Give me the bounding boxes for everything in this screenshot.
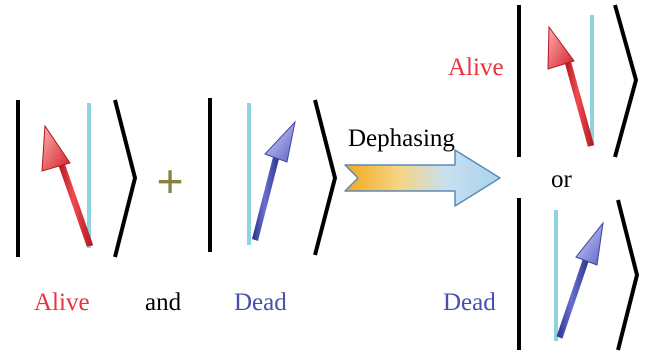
alive-arrow-icon (41, 124, 94, 247)
alive-arrow-icon (547, 25, 595, 147)
dead-arrow-icon (252, 120, 296, 241)
dead-ket-middle (208, 98, 338, 256)
dephasing-label: Dephasing (348, 125, 455, 152)
ket-angle (313, 99, 338, 256)
dead-label-right: Dead (443, 289, 496, 316)
dephasing-arrow-icon (344, 149, 501, 207)
dead-label-middle: Dead (234, 289, 287, 316)
alive-label-left: Alive (34, 289, 90, 316)
or-label: or (551, 166, 572, 193)
alive-ket-right (517, 4, 639, 158)
ket-angle (113, 99, 138, 258)
alive-ket-left (16, 99, 138, 258)
dead-arrow-icon (556, 221, 604, 339)
ket-angle (613, 4, 639, 158)
plus-sign: + (157, 155, 184, 207)
ket-angle (616, 199, 640, 351)
alive-label-right: Alive (448, 54, 504, 81)
and-label: and (145, 289, 182, 316)
dead-ket-right (517, 198, 640, 351)
